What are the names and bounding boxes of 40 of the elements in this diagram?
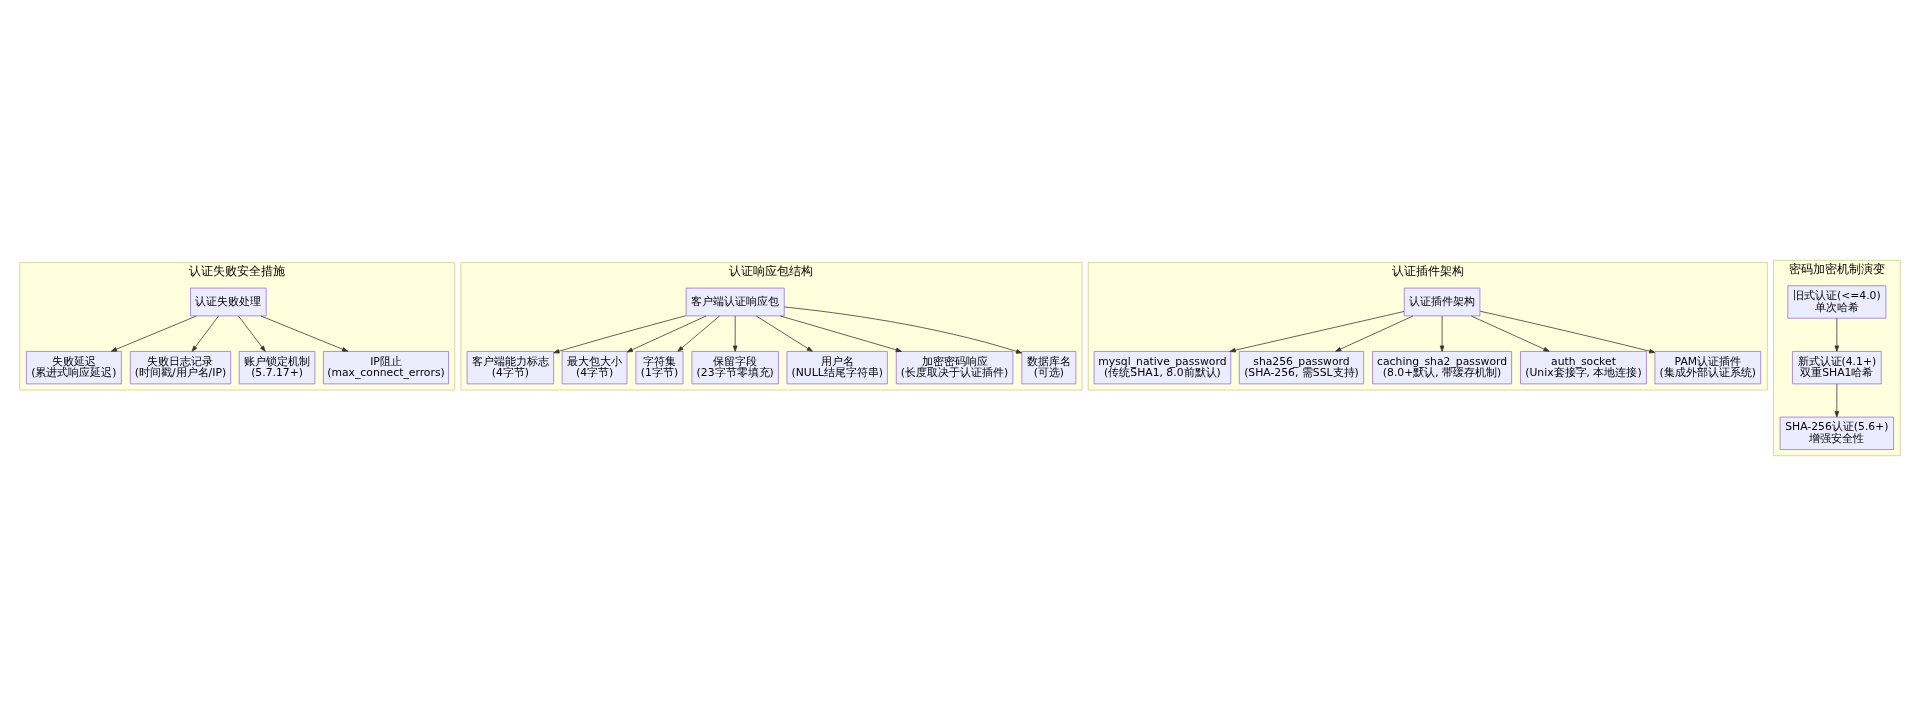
node-box: 用户名 (NULL结尾字符串) [786,351,888,385]
node-box: sha256_password (SHA-256, 需SSL支持) [1238,351,1365,385]
node-box: SHA-256认证(5.6+) 增强安全性 [1779,416,1895,450]
node-box: 旧式认证(<=4.0) 单次哈希 [1787,285,1887,319]
arrow [553,315,687,354]
node-box: auth_socket (Unix套接字, 本地连接) [1520,351,1647,385]
node-box: 保留字段 (23字节零填充) [691,351,779,385]
node-box: 字符集 (1字节) [635,351,684,385]
node-box: caching_sha2_password (8.0+默认, 带缓存机制) [1372,351,1512,385]
arrow [1439,315,1445,352]
node-box: 失败日志记录 (时间戳/用户名/IP) [129,351,232,385]
arrow [1834,383,1840,418]
arrow [732,315,738,352]
arrow [1834,317,1840,352]
arrow [260,315,349,352]
arrow [626,315,707,353]
node-box: 认证失败处理 [190,287,267,317]
arrow [1335,315,1414,352]
node-box: 加密密码响应 (长度取决于认证插件) [895,351,1014,385]
node-box: mysql_native_password (传统SHA1, 8.0前默认) [1093,351,1232,385]
arrow [783,306,1023,354]
arrow [1471,315,1550,352]
node-box: 新式认证(4.1+) 双重SHA1哈希 [1792,351,1882,385]
arrow [191,315,219,352]
arrow [677,315,720,352]
node-box: 失败延迟 (累进式响应延迟) [25,351,122,385]
node-box: IP阻止 (max_connect_errors) [323,351,449,385]
node-box: PAM认证插件 (集成外部认证系统) [1654,351,1762,385]
arrow [110,315,197,352]
arrow [238,315,266,352]
arrow [780,315,902,353]
arrow [1229,311,1405,353]
node-box: 数据库名 (可选) [1021,351,1077,385]
node-box: 客户端认证响应包 [685,287,785,317]
node-box: 客户端能力标志 (4字节) [466,351,554,385]
arrow [755,315,813,352]
node-box: 最大包大小 (4字节) [561,351,628,385]
node-box: 账户锁定机制 (5.7.17+) [238,351,316,385]
arrow [1479,310,1656,354]
node-box: 认证插件架构 [1403,287,1481,317]
